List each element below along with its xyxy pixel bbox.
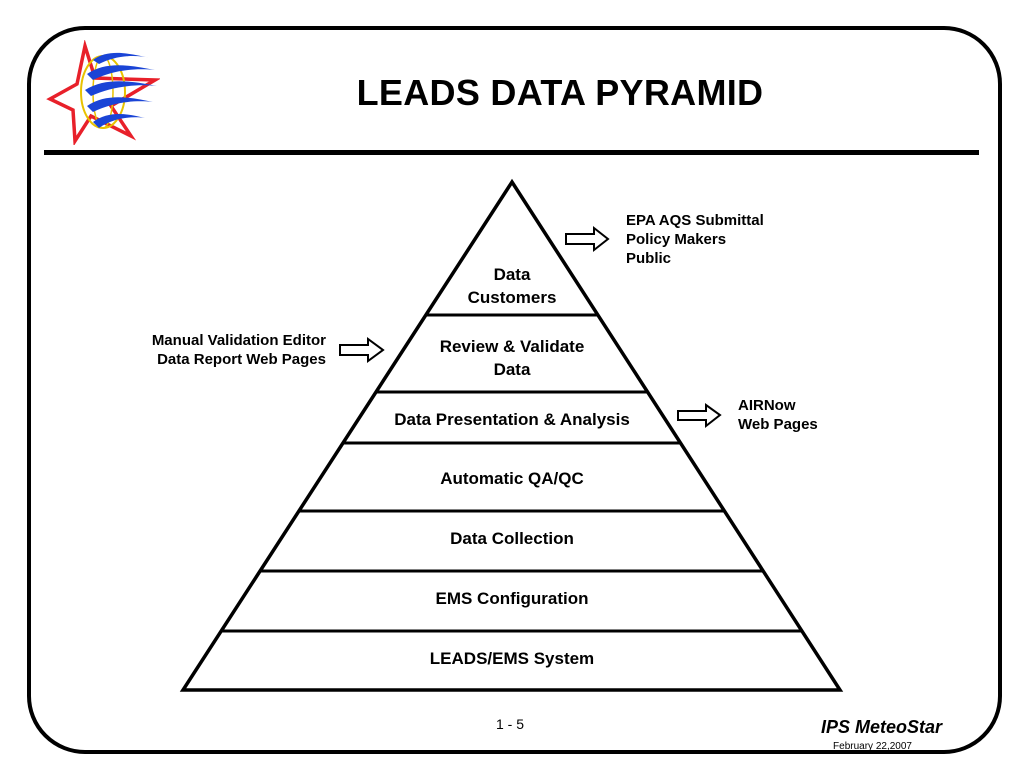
logo-swoosh-4 [87,97,153,112]
right-arrow-icon [339,337,385,363]
logo-swoosh-1 [93,52,151,64]
note-line: EPA AQS Submittal [626,212,764,229]
title-divider [44,150,979,155]
slide-frame [27,26,1002,754]
page-title: LEADS DATA PYRAMID [356,72,764,113]
note-line: Public [626,250,672,267]
pyramid-layer-label: Customers [468,288,557,307]
brand-name: IPS MeteoStar [820,717,942,737]
note-line: Manual Validation Editor [151,332,326,349]
pyramid-layer-label: Data Presentation & Analysis [394,410,630,429]
pyramid-layer-label: Review & Validate [440,337,585,356]
note-review-validate: Manual Validation Editor Data Report Web… [100,331,326,369]
right-arrow-icon [677,403,722,429]
pyramid-layer-label: Automatic QA/QC [440,469,584,488]
note-line: Web Pages [738,416,818,433]
logo-swoosh-5 [93,114,145,128]
note-presentation: AIRNow Web Pages [738,396,818,434]
logo-swoosh-2 [87,65,155,80]
pyramid-layer-label: EMS Configuration [436,589,589,608]
pyramid-layer-label: LEADS/EMS System [430,649,594,668]
note-line: Data Report Web Pages [157,351,326,368]
pyramid-outline [179,178,844,692]
pyramid-layer-label: Data [494,265,531,284]
star-globe-logo-icon [46,40,160,145]
pyramid-layer-label: Data Collection [450,529,574,548]
right-arrow-icon [565,225,610,253]
slide-date: February 22,2007 [833,741,912,752]
logo-swoosh-3 [85,81,157,96]
logo-star-shape [46,40,160,145]
note-line: Policy Makers [626,231,727,248]
page-number: 1 - 5 [495,716,524,732]
note-data-customers: EPA AQS Submittal Policy Makers Public [626,211,764,268]
pyramid-layer-label: Data [494,360,531,379]
note-line: AIRNow [738,397,796,414]
